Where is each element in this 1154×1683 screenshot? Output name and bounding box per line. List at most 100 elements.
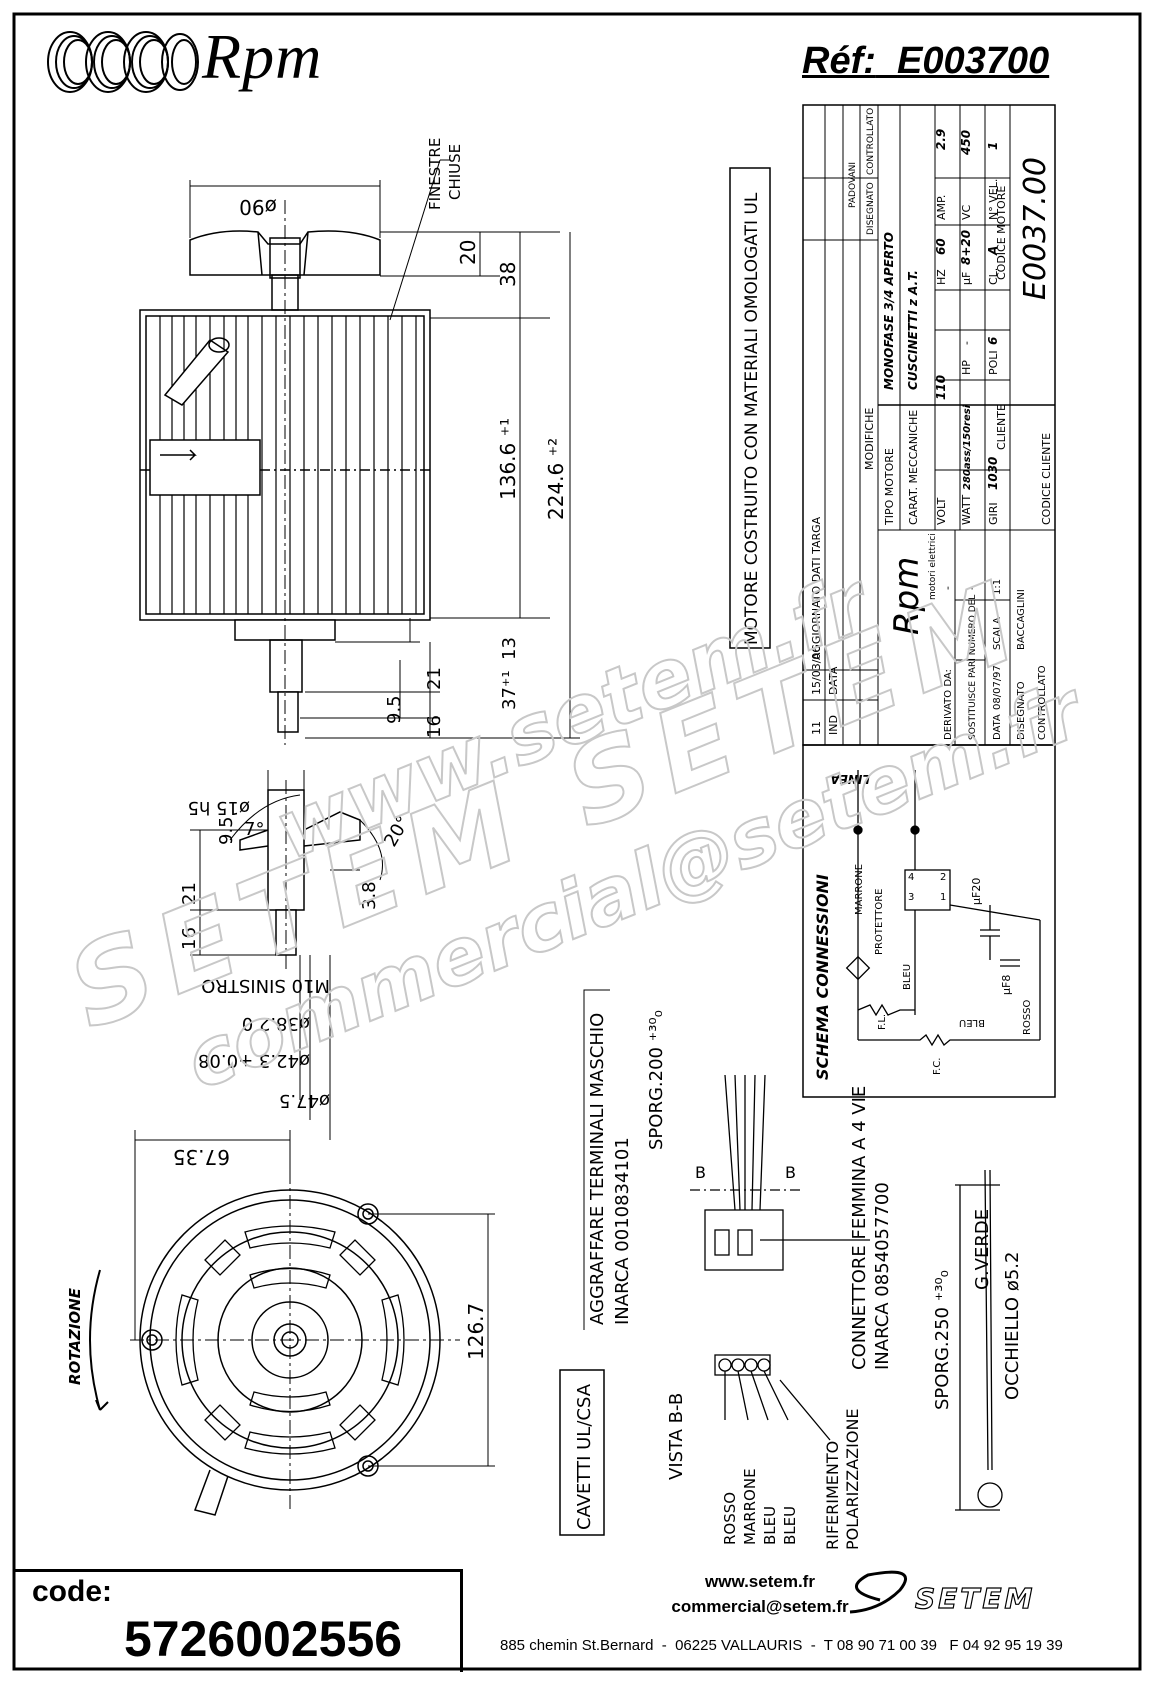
carat: CUSCINETTI z A.T.: [906, 270, 920, 390]
poli: 6: [986, 337, 1000, 345]
giri: 1030: [986, 457, 1000, 490]
polarizzazione-note: POLARIZZAZIONE: [843, 1408, 862, 1550]
codice-motore-label: CODICE MOTORE: [995, 186, 1008, 280]
nvel-label: N° VEL.: [987, 179, 1000, 220]
connettore-note: CONNETTORE FEMMINA A 4 VIE: [849, 1086, 870, 1370]
schema-t3: 3: [908, 892, 914, 903]
modifiche-label: MODIFICHE: [863, 408, 876, 470]
rev-data-label: DATA: [827, 666, 840, 695]
data-val: 08/07/97: [992, 665, 1003, 710]
poli-label: POLI: [987, 350, 1000, 375]
wire-bleu-2: BLEU: [781, 1506, 799, 1545]
dim-dia47: ø47.5: [279, 1090, 330, 1111]
data-label: DATA: [992, 714, 1003, 740]
schema-t4: 4: [908, 872, 914, 883]
dimension-text-top: ø90 FINESTRE CHIUSE 20 38 136.6 ⁺¹ 224.6…: [239, 138, 568, 738]
dimension-lines-bottom: [134, 1130, 495, 1467]
code-label: code:: [32, 1575, 113, 1608]
rpm-logo-icon: [47, 31, 199, 93]
dim-dia90: ø90: [239, 195, 277, 219]
watt-label: WATT: [960, 495, 973, 525]
derivato: DERIVATO DA:: [943, 669, 954, 740]
schema-bleu: BLEU: [902, 964, 913, 990]
dim-9-5-mid: 9.5: [216, 816, 237, 845]
dimension-text-bottom: 67.35 126.7 ROTAZIONE: [66, 1145, 488, 1385]
dim-dia15: ø15 h5: [188, 797, 251, 818]
rotazione-label: ROTAZIONE: [66, 1287, 84, 1385]
rev-ind-label: IND: [827, 715, 840, 735]
sostituisce: SOSTITUISCE PARI NUMERO DEL: [968, 595, 978, 740]
materiali-box: [729, 167, 771, 649]
vc: 450: [959, 130, 973, 156]
setem-logo-text: SETEM: [915, 1582, 1035, 1615]
schema-t1: 1: [940, 892, 946, 903]
motor-front-view: [89, 1170, 460, 1516]
dim-21-mid: 21: [179, 882, 200, 905]
uf: 8+20: [959, 230, 973, 265]
title-block-text: IND 11 15/03/06 DATA AGGIORNATO DATI TAR…: [810, 108, 1053, 740]
occhiello-note: OCCHIELLO ø5.2: [1002, 1252, 1023, 1400]
tb-brand-sub: motori elettrici: [928, 533, 938, 600]
dim-13: 13: [499, 637, 520, 660]
volt: 110: [934, 375, 948, 400]
nvel: 1: [986, 142, 1000, 150]
wiring-schema: [802, 744, 1056, 1098]
dim-9-5: 9.5: [384, 695, 405, 724]
dim-38: 38: [496, 262, 520, 287]
code-box: [14, 1569, 463, 1672]
dim-7deg: 7°: [244, 819, 264, 840]
wiring-schema-text: SCHEMA CONNESSIONI LINEA MARRONE PROTETT…: [813, 772, 1033, 1080]
wire-marrone: MARRONE: [741, 1468, 759, 1545]
section-b-top: B: [695, 1163, 706, 1182]
sporg200-note: SPORG.200 ⁺³⁰₀: [646, 1010, 667, 1150]
scala: 1:1: [992, 579, 1003, 595]
dim-136: 136.6 ⁺¹: [496, 418, 520, 500]
amp-label: AMP.: [935, 195, 948, 220]
vista-note: VISTA B-B: [666, 1393, 687, 1480]
dim-21: 21: [424, 667, 445, 690]
inarca1-note: INARCA 0010834101: [612, 1137, 633, 1325]
schema-fc: F.C.: [932, 1058, 943, 1076]
padovani: PADOVANI: [848, 162, 858, 208]
connector-drawing: [690, 1074, 1003, 1511]
section-b-bottom: B: [785, 1163, 796, 1182]
title-block: [802, 104, 1056, 746]
disegnato-by: BACCAGLINI: [1016, 589, 1027, 650]
schema-title: SCHEMA CONNESSIONI: [813, 874, 832, 1080]
dim-chiuse: CHIUSE: [446, 144, 464, 200]
sporg250-note: SPORG.250 ⁺³⁰₀: [932, 1270, 953, 1410]
disegnato-label: DISEGNATO: [1016, 681, 1027, 740]
dim-67: 67.35: [173, 1145, 230, 1169]
cliente-label: CLIENTE: [995, 404, 1008, 450]
schema-fl: F.L.: [877, 1014, 888, 1030]
hz: 60: [934, 238, 948, 255]
cl-label: CL.: [987, 268, 1000, 285]
sheet-border: [12, 12, 1142, 1671]
shaft-detail-view: [229, 780, 383, 970]
cavetti-box: [559, 1369, 605, 1536]
uf-label: μF: [960, 272, 973, 285]
schema-bleu-2: BLEU: [959, 1017, 985, 1028]
volt-label: VOLT: [935, 497, 948, 525]
brand-name: Rpm: [202, 21, 323, 92]
dim-126: 126.7: [464, 1303, 488, 1360]
notes: MOTORE COSTRUITO CON MATERIALI OMOLOGATI…: [559, 167, 1023, 1550]
footer-email[interactable]: commercial@setem.fr: [671, 1597, 849, 1616]
footer-website[interactable]: www.setem.fr: [705, 1572, 815, 1591]
cl: A: [986, 246, 1000, 256]
tipo-motore: MONOFASE 3/4 APERTO: [882, 232, 896, 390]
watt: 280ass/150resi: [962, 404, 973, 490]
schema-linea: LINEA: [830, 772, 870, 786]
footer-address: 885 chemin St.Bernard - 06225 VALLAURIS …: [500, 1637, 1063, 1654]
codice-motore: E0037.00: [1018, 157, 1053, 300]
aggraffare-note: AGGRAFFARE TERMINALI MASCHIO: [587, 1013, 608, 1325]
tipo-motore-label: TIPO MOTORE: [883, 448, 896, 526]
dim-m10: M10 SINISTRO: [201, 975, 330, 996]
dimension-lines-mid: [190, 770, 360, 1140]
dim-finestre: FINESTRE: [426, 138, 444, 210]
dim-16-mid: 16: [179, 927, 200, 950]
wire-rosso: ROSSO: [721, 1492, 739, 1545]
dash-sostituisce: -: [965, 586, 978, 590]
schema-rosso: ROSSO: [1022, 999, 1033, 1035]
